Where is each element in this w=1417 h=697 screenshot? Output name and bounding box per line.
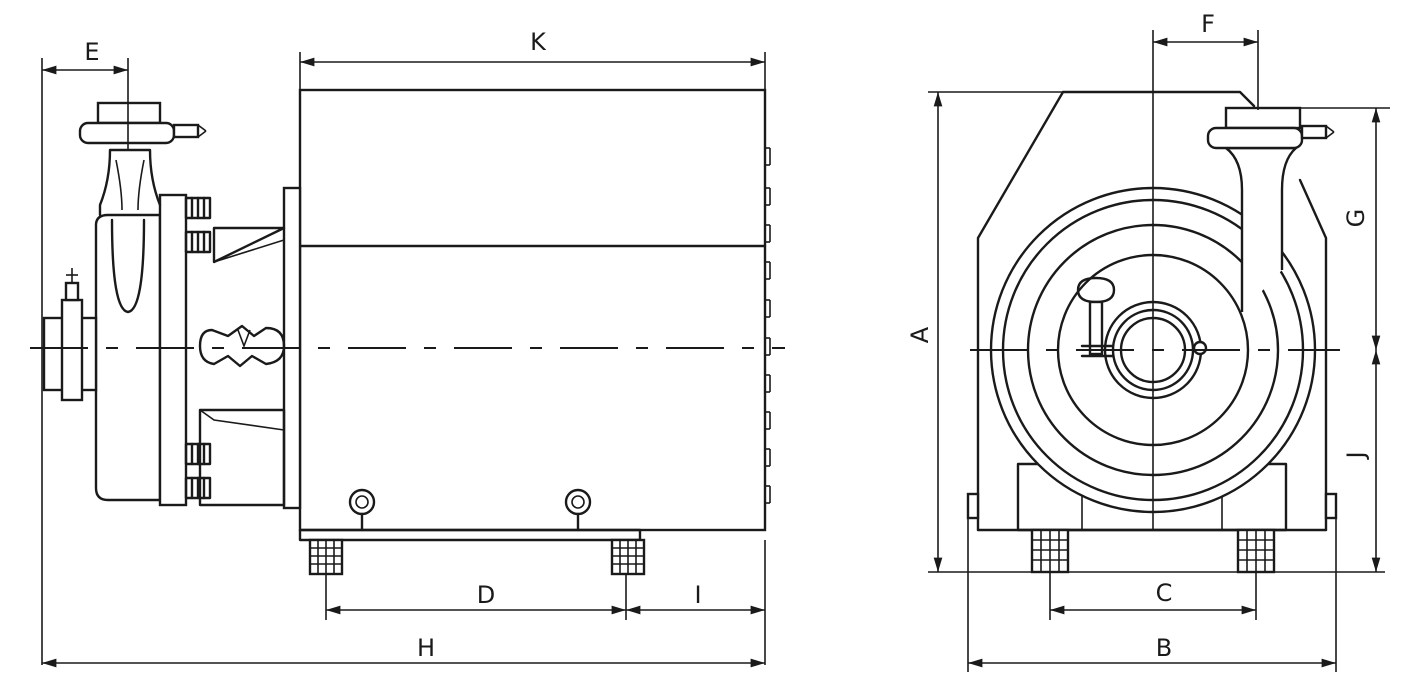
dim-label-a: A: [906, 326, 934, 343]
side-feet: [298, 488, 646, 576]
dim-label-j: J: [1342, 451, 1370, 460]
dim-label-i: I: [694, 581, 701, 609]
side-view: E K D I H: [30, 28, 785, 668]
front-view: F A G J C B: [906, 10, 1390, 672]
dim-label-k: K: [530, 28, 547, 56]
side-dimension-lines: [41, 52, 766, 668]
dim-label-b: B: [1156, 634, 1172, 662]
front-feet: [1030, 528, 1276, 574]
motor-body: [298, 88, 771, 532]
dim-label-d: D: [477, 581, 495, 609]
dim-label-c: C: [1156, 579, 1173, 607]
front-dimension-lines: [928, 30, 1390, 672]
lantern-adapter: [198, 226, 286, 507]
suction-inlet: [42, 268, 98, 402]
dim-label-h: H: [417, 634, 435, 662]
pump-casing: [94, 193, 212, 507]
front-discharge: [1206, 106, 1335, 312]
dim-label-e: E: [84, 38, 99, 66]
dim-label-g: G: [1342, 209, 1370, 228]
dim-label-f: F: [1201, 10, 1215, 38]
discharge-outlet: [78, 101, 207, 314]
